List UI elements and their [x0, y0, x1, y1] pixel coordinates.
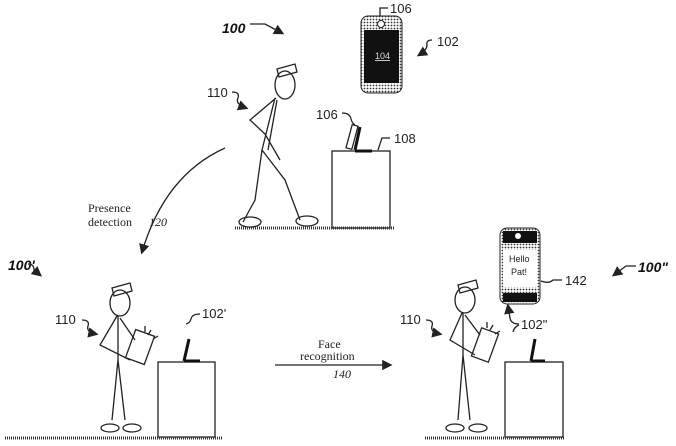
label-106-phone: 106 — [390, 1, 412, 16]
screen-label: 104 — [375, 51, 390, 61]
scene-top: 100 104 106 102 110 106 108 — [207, 1, 459, 230]
leader-line — [512, 324, 520, 333]
face-ref-140: 140 — [333, 367, 351, 381]
leader-line — [81, 319, 99, 338]
laptop-lid — [353, 126, 362, 151]
scene-right: 100" Hello Pat! 142 110 102" — [400, 227, 668, 440]
leader-line — [425, 319, 443, 338]
presence-label-line1: Presence — [88, 201, 131, 215]
desk — [331, 150, 391, 229]
scene-ref-100-prime: 100' — [8, 257, 35, 273]
scene-ref-100-double-prime: 100" — [638, 259, 668, 275]
laptop — [529, 338, 545, 363]
label-102-prime: 102' — [202, 306, 226, 321]
alert-icon — [486, 322, 501, 335]
greeting-line1: Hello — [509, 254, 530, 264]
leader-line — [379, 7, 388, 16]
label-102-double-prime: 102" — [521, 317, 548, 332]
label-110: 110 — [207, 85, 228, 100]
camera-icon — [515, 233, 521, 239]
label-110: 110 — [55, 312, 76, 327]
label-142: 142 — [565, 273, 587, 288]
greeting-line2: Pat! — [511, 267, 527, 277]
label-102: 102 — [437, 34, 459, 49]
ref-arrow — [27, 263, 42, 277]
camera-icon — [377, 20, 385, 28]
leader-line — [416, 39, 433, 57]
leader-line — [540, 279, 562, 283]
label-110: 110 — [400, 312, 421, 327]
face-label-line1: Face — [318, 337, 341, 351]
handheld-device — [124, 328, 156, 366]
presence-ref-120: 120 — [149, 215, 167, 229]
handheld-device — [470, 326, 500, 364]
presence-label-line2: detection — [88, 215, 132, 229]
scene-left: 100' 110 102' — [5, 257, 226, 440]
label-106-laptop: 106 — [316, 107, 338, 122]
leader-line — [185, 313, 201, 325]
desk — [157, 361, 216, 438]
phone-greeting-142: Hello Pat! — [499, 227, 541, 305]
face-label-line2: recognition — [300, 349, 355, 363]
leader-line — [341, 112, 356, 126]
person-standing — [445, 279, 488, 433]
leader-line — [377, 137, 390, 151]
person-walking — [238, 63, 319, 228]
label-108: 108 — [394, 131, 416, 146]
laptop — [182, 338, 200, 363]
leader-line — [231, 91, 249, 111]
ref-arrow — [250, 23, 285, 35]
desk — [504, 361, 564, 438]
phone-device-102: 104 — [360, 15, 403, 94]
leader-line — [504, 303, 520, 325]
scene-ref-100: 100 — [222, 20, 246, 36]
person-standing — [99, 282, 142, 433]
laptop-screen — [345, 123, 359, 151]
ref-arrow — [611, 265, 636, 277]
presence-arrow — [139, 147, 226, 255]
alert-icon — [144, 326, 159, 340]
